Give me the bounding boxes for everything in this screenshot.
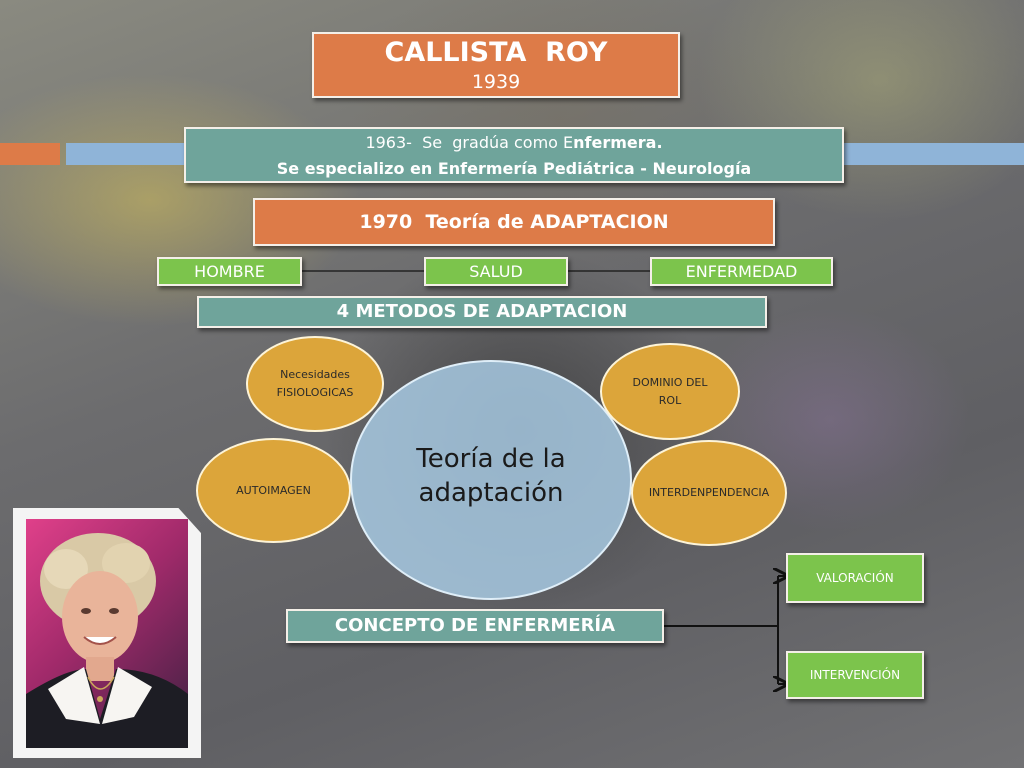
center-line-2: adaptación	[418, 478, 564, 508]
concept-enfermedad: ENFERMEDAD	[650, 257, 833, 286]
title-name: CALLISTA ROY	[384, 37, 608, 68]
portrait-photo-frame	[13, 508, 201, 758]
mode-role: DOMINIO DEL ROL	[600, 343, 740, 440]
outcome-intervencion: INTERVENCIÓN	[786, 651, 924, 699]
title-year: 1939	[471, 71, 521, 93]
theory-year-box: 1970 Teoría de ADAPTACION	[253, 198, 775, 246]
mode-self-image: AUTOIMAGEN	[196, 438, 351, 543]
mode-interdependence: INTERDENPENDENCIA	[631, 440, 787, 546]
concept-hombre: HOMBRE	[157, 257, 302, 286]
mode-physiological: Necesidades FISIOLOGICAS	[246, 336, 384, 432]
nursing-concept-box: CONCEPTO DE ENFERMERÍA	[286, 609, 664, 643]
mode-physiological-line-2: FISIOLOGICAS	[276, 386, 354, 399]
methods-title-label: 4 METODOS DE ADAPTACION	[336, 301, 628, 322]
bio-line-1-pre: 1963- Se gradúa como E	[365, 133, 574, 152]
mode-role-line-1: DOMINIO DEL	[632, 375, 708, 389]
mode-physiological-line-1: Necesidades	[280, 368, 350, 382]
title-box: CALLISTA ROY 1939	[312, 32, 680, 98]
portrait-photo	[26, 519, 188, 748]
outcome-intervencion-label: INTERVENCIÓN	[809, 668, 901, 682]
portrait-illustration	[26, 533, 188, 748]
bio-line-1-bold: nfermera.	[573, 133, 663, 152]
mode-interdependence-label: INTERDENPENDENCIA	[648, 486, 770, 500]
bio-box: 1963- Se gradúa como Enfermera. Se espec…	[184, 127, 844, 183]
stripe-blue-right	[842, 143, 1024, 165]
concept-salud: SALUD	[424, 257, 568, 286]
concept-enfermedad-label: ENFERMEDAD	[685, 262, 798, 281]
concept-hombre-label: HOMBRE	[194, 262, 265, 281]
concept-salud-label: SALUD	[469, 262, 523, 281]
outcome-valoracion: VALORACIÓN	[786, 553, 924, 603]
stripe-orange-left	[0, 143, 60, 165]
mode-self-image-label: AUTOIMAGEN	[236, 483, 311, 497]
outcome-valoracion-label: VALORACIÓN	[816, 571, 894, 585]
center-line-1: Teoría de la	[416, 444, 566, 474]
bio-line-1: 1963- Se gradúa como Enfermera.	[186, 130, 842, 156]
theory-year-label: 1970 Teoría de ADAPTACION	[359, 211, 669, 233]
methods-title-box: 4 METODOS DE ADAPTACION	[197, 296, 767, 328]
center-circle: Teoría de la adaptación	[350, 360, 632, 600]
bio-line-2: Se especializo en Enfermería Pediátrica …	[276, 159, 752, 178]
stripe-blue-left	[66, 143, 186, 165]
nursing-concept-label: CONCEPTO DE ENFERMERÍA	[334, 615, 616, 636]
mode-role-line-2: ROL	[658, 393, 682, 407]
